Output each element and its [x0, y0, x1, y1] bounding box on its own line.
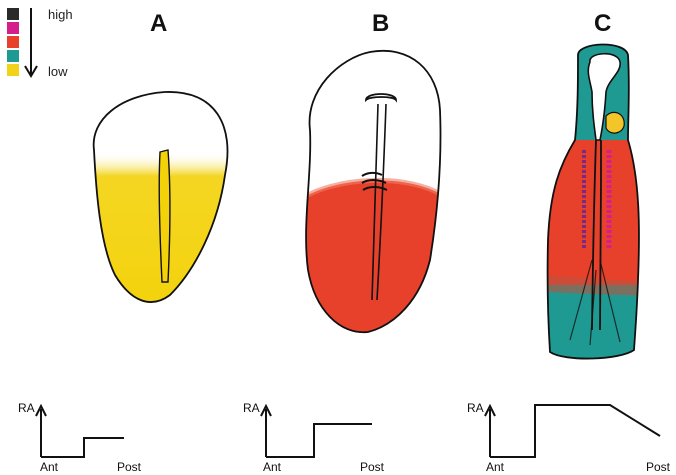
ra-plot-b — [261, 406, 372, 457]
ra-plot-b-x-end-label: Post — [360, 461, 384, 473]
embryo-b-head-fold — [366, 94, 396, 100]
ra-plot-c-y-label: RA — [467, 402, 484, 414]
ra-plot-a — [36, 406, 124, 457]
legend-swatch-yellow — [7, 64, 19, 76]
ra-plot-a-x-end-label: Post — [117, 461, 141, 473]
color-scale-legend — [7, 8, 37, 76]
legend-swatch-red — [7, 36, 19, 48]
ra-plot-c — [485, 405, 660, 457]
ra-plot-c-x-start-label: Ant — [486, 461, 504, 473]
embryo-c-otic-vesicle — [606, 112, 624, 133]
panel-c-letter: C — [594, 12, 611, 36]
legend-swatch-black — [7, 8, 19, 20]
embryo-b — [300, 51, 450, 340]
ra-plot-c-x-end-label: Post — [646, 461, 670, 473]
ra-plot-b-profile — [266, 424, 372, 457]
embryo-c — [540, 35, 650, 365]
panel-a-letter: A — [150, 12, 167, 36]
ra-plot-b-x-start-label: Ant — [263, 461, 281, 473]
legend-swatch-magenta — [7, 22, 19, 34]
ra-plot-a-x-start-label: Ant — [40, 461, 58, 473]
panel-b-letter: B — [372, 12, 389, 36]
ra-plot-a-y-label: RA — [18, 402, 35, 414]
legend-swatch-teal — [7, 50, 19, 62]
down-arrow-icon — [25, 8, 37, 76]
embryo-a-primitive-streak — [159, 150, 170, 282]
legend-low-label: low — [48, 65, 68, 78]
embryo-a — [80, 80, 240, 320]
ra-plot-b-y-label: RA — [243, 402, 260, 414]
ra-plot-a-profile — [41, 438, 124, 457]
legend-high-label: high — [48, 8, 73, 21]
ra-plot-c-profile — [490, 405, 660, 457]
